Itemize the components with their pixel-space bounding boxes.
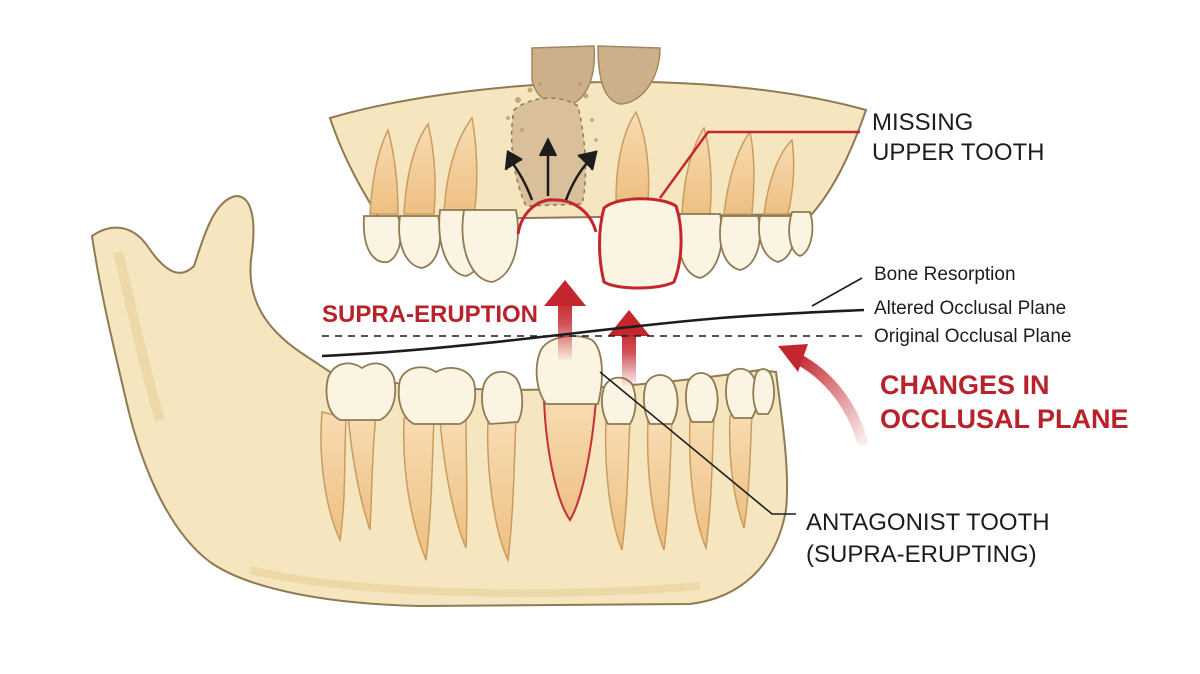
missing-tooth-label-line2: UPPER TOOTH	[872, 139, 1044, 166]
lower-canine-r	[643, 374, 679, 425]
lower-molar-2	[397, 366, 477, 425]
changes-label-line1: CHANGES IN	[880, 370, 1050, 400]
altered-occlusal-plane	[321, 308, 865, 358]
bone-resorption-label: Bone Resorption	[874, 264, 1016, 285]
lower-incisor-r1	[685, 372, 719, 423]
antagonist-label-line1: ANTAGONIST TOOTH	[806, 509, 1050, 536]
occlusal-change-arrowhead	[778, 344, 808, 372]
lower-premolar-2	[601, 376, 637, 425]
resorption-arrows	[504, 137, 598, 201]
changes-label-line2: OCCLUSAL PLANE	[880, 404, 1129, 434]
antagonist-label-line2: (SUPRA-ERUPTING)	[806, 541, 1037, 568]
antagonist-root	[542, 399, 598, 522]
occlusal-change-arrow	[790, 352, 868, 446]
lower-roots	[320, 411, 753, 563]
nasal-cavity-right	[597, 45, 661, 105]
missing-tooth-gap	[516, 198, 598, 235]
lower-premolar-1	[481, 370, 524, 425]
leader-lines	[599, 130, 863, 515]
supra-eruption-label: SUPRA-ERUPTION	[322, 301, 538, 328]
lower-incisor-r3	[752, 368, 775, 415]
upper-incisor-r2	[719, 215, 761, 271]
original-plane-label: Original Occlusal Plane	[874, 326, 1071, 347]
upper-roots	[369, 110, 795, 215]
upper-molar-right	[788, 211, 814, 257]
resorption-speckles	[506, 82, 598, 142]
upper-molar-left	[362, 215, 402, 263]
supra-eruption-arrows	[544, 280, 650, 386]
upper-incisor-r1	[677, 213, 723, 279]
upper-premolar-l1	[398, 215, 442, 269]
antagonist-tooth	[535, 335, 603, 522]
missing-tooth-label-line1: MISSING	[872, 109, 973, 136]
upper-teeth	[362, 209, 814, 283]
altered-plane-label: Altered Occlusal Plane	[874, 298, 1066, 319]
highlighted-upper-tooth	[598, 197, 683, 290]
lower-molar-1	[325, 362, 397, 421]
lower-teeth	[325, 362, 775, 425]
